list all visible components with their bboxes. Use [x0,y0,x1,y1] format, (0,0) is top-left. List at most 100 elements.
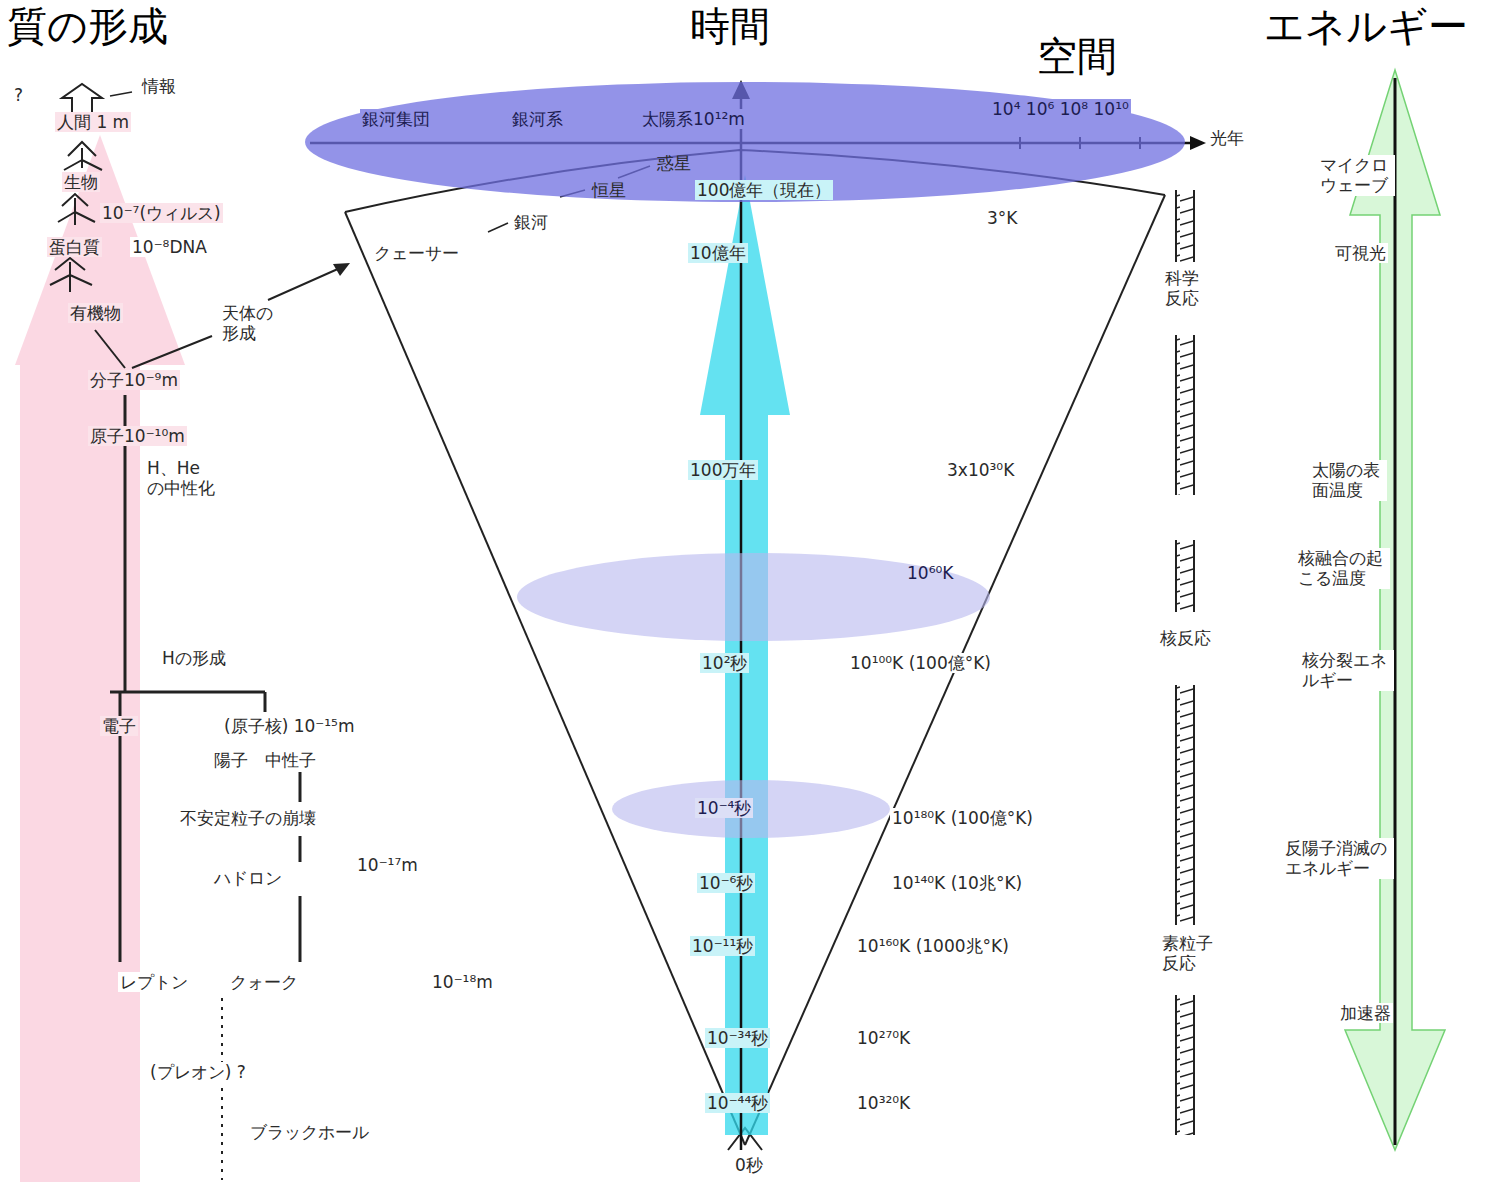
energy-arrow [1345,70,1445,1150]
matter-lines [299,896,302,962]
diagram-label: 10³²⁰K [855,1093,912,1113]
leader-lines [488,223,508,232]
diagram-label: 10⁻⁶秒 [697,873,755,893]
diagram-label: 10¹⁸⁰K (100億°K) [890,808,1035,828]
diagram-label: 10¹⁰⁰K (100億°K) [848,653,993,673]
node-text: 銀河系 [510,109,565,129]
diagram-label: マイクロウェーブ [1318,155,1395,196]
reaction-ladder [1193,335,1195,495]
matter-lines [264,692,267,712]
region-ellipse: 10⁻⁴秒 [612,780,890,838]
diagram-label: 太陽の表面温度 [1310,460,1387,501]
diagram-label: 10⁻¹⁷m [355,855,420,875]
matter-lines [110,691,265,694]
diagram-label: 10億年 [688,243,748,263]
reaction-ladder [1193,540,1195,612]
reaction-ladder [1175,335,1177,495]
diagram-label: 不安定粒子の崩壊 [178,808,318,828]
matter-lines [221,998,223,1180]
column-heading: 質の形成 [5,2,170,50]
reaction-ladder [1193,995,1195,1135]
reaction-ladder [1176,540,1194,612]
diagram-label: 天体の形成 [220,303,280,344]
diagram-label: 科学反応 [1163,268,1206,309]
matter-lines [299,772,302,802]
energy-arrow [1394,78,1397,1145]
diagram-label: 分子10⁻⁹m [88,370,180,390]
diagram-label: 10²秒 [700,653,749,673]
reaction-ladder [1193,685,1195,925]
diagram-label: 3x10³⁰K [945,460,1016,480]
ellipse-fill [517,553,990,641]
diagram-label: 蛋白質 [47,237,102,257]
reaction-ladder [1175,995,1177,1135]
matter-lines [50,258,92,292]
diagram-label: 銀河 [512,212,550,232]
diagram-label: 生物 [62,172,100,192]
diagram-label: 100万年 [688,460,758,480]
diagram-label: 有機物 [68,303,123,323]
diagram-label: 10⁻³⁴秒 [705,1028,770,1048]
matter-lines [268,268,340,300]
diagram-label: 10²⁷⁰K [855,1028,912,1048]
node-text: 太陽系10¹²m [640,109,747,129]
region-ellipse: 10⁶⁰K [517,553,990,641]
diagram-label: 光年 [1208,128,1246,148]
diagram-label: 原子10⁻¹⁰m [88,426,187,446]
diagram-label: 10¹⁶⁰K (1000兆°K) [855,936,1011,956]
diagram-label: (プレオン) ? [148,1062,248,1082]
column-heading: 時間 [688,2,772,50]
column-heading: 空間 [1035,32,1119,80]
matter-lines [299,836,302,862]
diagram-label: 0秒 [733,1155,765,1175]
diagram-label: 加速器 [1338,1003,1393,1023]
reaction-ladder [1176,335,1194,495]
diagram-label: 人間 1 m [55,112,131,132]
diagram-label: 核融合の起こる温度 [1296,548,1390,589]
diagram-label: 10⁻¹⁸m [430,972,495,992]
time-arrow [700,175,790,1135]
diagram-label: レプトン [118,972,190,992]
diagram-label: ブラックホール [248,1122,371,1142]
diagram-label: 素粒子反応 [1160,933,1220,974]
diagram-label: 核分裂エネルギー [1300,650,1394,691]
matter-lines [132,336,212,368]
ellipse-fill [612,780,890,838]
diagram-label: 10¹⁴⁰K (10兆°K) [890,873,1024,893]
diagram-label: ハドロン [212,868,284,888]
diagram-label: (原子核) 10⁻¹⁵m [222,716,356,736]
node-text: 10⁻⁴秒 [695,798,753,818]
diagram-label: 10⁻⁸DNA [130,237,209,257]
matter-lines [333,263,350,276]
diagram-label: 惑星 [655,153,693,173]
matter-lines [62,84,102,112]
node-text: 10⁴ 10⁶ 10⁸ 10¹⁰ [990,99,1131,119]
diagram-label: 核反応 [1158,628,1213,648]
diagram-label: Hの形成 [160,648,228,668]
energy-arrow [1345,70,1445,1150]
space-cone [345,150,1165,1150]
column-heading: エネルギー [1262,2,1470,50]
diagram-label: 反陽子消滅のエネルギー [1283,838,1394,879]
matter-lines [95,330,125,368]
reaction-ladder [1176,685,1194,925]
space-axis [1190,136,1206,150]
diagram-label: 恒星 [590,180,628,200]
diagram-label: 3°K [985,208,1019,228]
diagram-label: 10⁻¹¹秒 [690,936,755,956]
reaction-ladder [1193,190,1195,262]
diagram-label: 陽子 中性子 [212,750,318,770]
reaction-ladder [1175,685,1177,925]
matter-lines [110,92,132,96]
diagram-label: 情報 [140,76,178,96]
diagram-label: クォーク [228,972,300,992]
node-text: 銀河集団 [360,109,432,129]
diagram-label: H、He の中性化 [145,458,222,499]
ellipse-fill [305,82,1185,202]
reaction-ladder [1175,190,1177,262]
reaction-ladder [1176,190,1194,262]
reaction-ladder [1176,995,1194,1135]
diagram-label: 10⁻⁷(ウィルス) [100,203,223,223]
